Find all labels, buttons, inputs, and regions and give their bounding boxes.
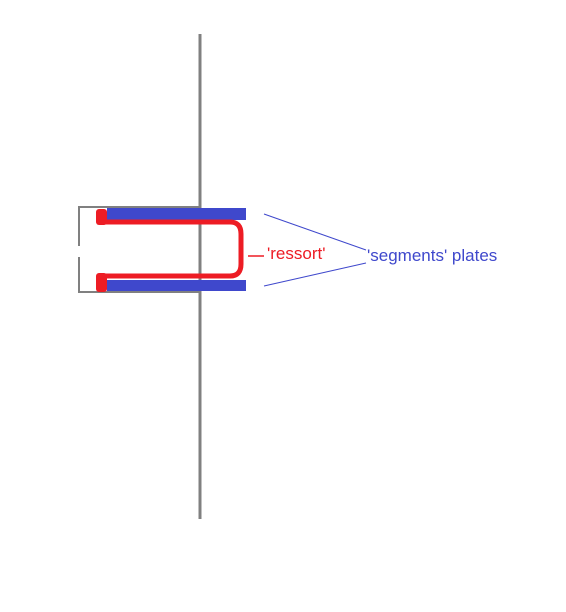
plates-leader-line-top bbox=[263, 213, 367, 251]
bracket-bottom bbox=[78, 257, 200, 293]
plates-label: 'segments' plates bbox=[367, 246, 498, 265]
plates-leader-line-bottom bbox=[263, 262, 367, 287]
spring-end-top bbox=[96, 209, 107, 225]
bracket-top bbox=[78, 206, 200, 246]
spring-label: 'ressort' bbox=[267, 244, 326, 263]
plate-top bbox=[107, 208, 246, 220]
plate-bottom bbox=[107, 280, 246, 291]
spring-shape bbox=[102, 219, 244, 279]
spring-end-bottom bbox=[96, 273, 107, 292]
